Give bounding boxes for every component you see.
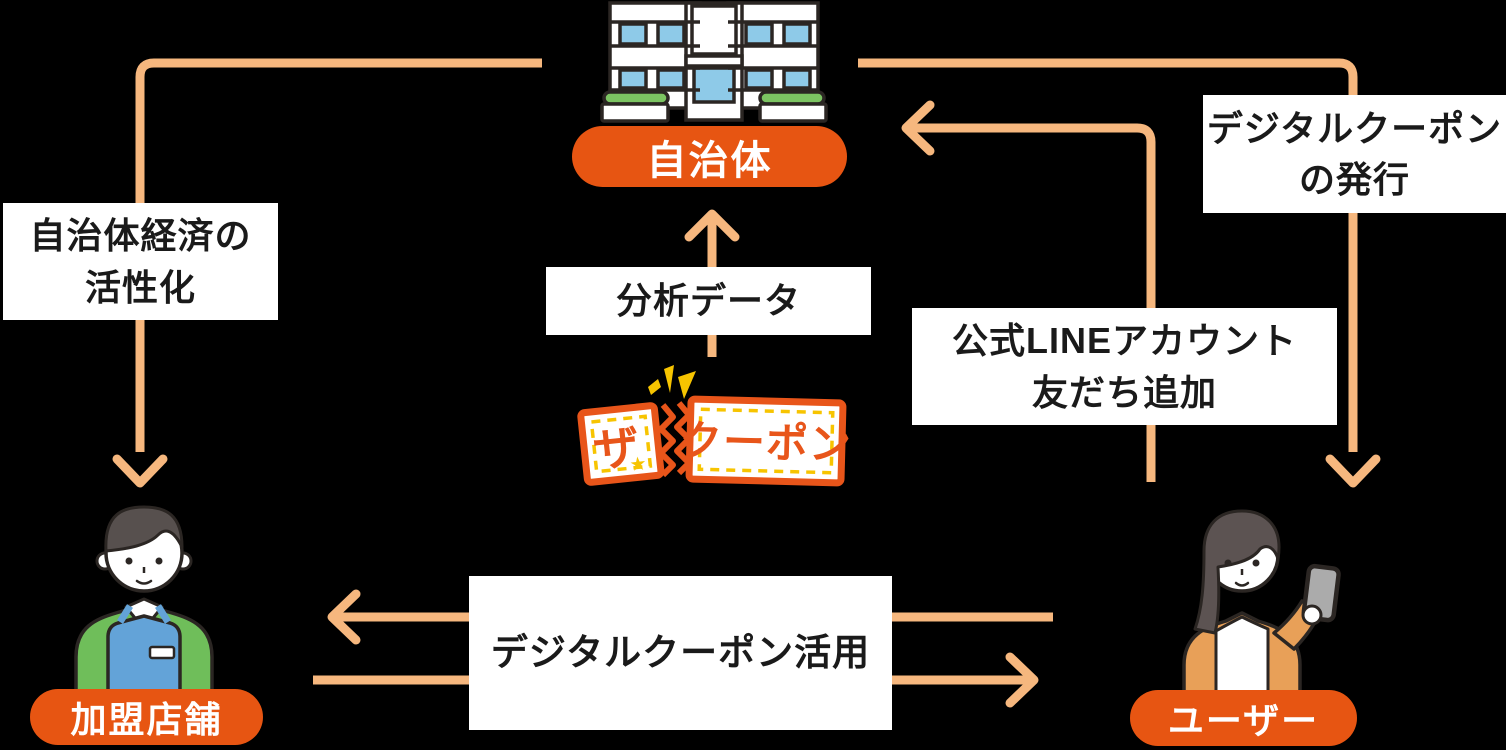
label-economy-line2: 活性化 [84, 266, 196, 308]
label-line-friend-add: 公式LINEアカウント 友だち追加 [912, 308, 1337, 425]
node-government-pill: 自治体 [572, 126, 847, 187]
arrowhead-up-icon [684, 209, 740, 242]
government-building-icon [600, 1, 828, 123]
arrow-economy-down [112, 58, 542, 488]
label-analysis: 分析データ [546, 267, 871, 335]
label-coupon-usage: デジタルクーポン活用 [469, 576, 892, 730]
arrowhead-down-icon [1325, 454, 1381, 488]
arrow-line-add-up [901, 100, 1156, 482]
label-issue-line1: デジタルクーポン [1206, 107, 1503, 149]
node-store-label: 加盟店舗 [70, 699, 223, 740]
arrowhead-left-icon [901, 100, 935, 156]
coupon-ticket-left: ザ ★ [577, 402, 665, 486]
hedge-icon [758, 90, 826, 106]
label-usage-text: デジタルクーポン活用 [490, 631, 871, 673]
logo-text-za: ザ [591, 420, 642, 477]
label-economy-line1: 自治体経済の [29, 215, 252, 257]
sparkle-icon [648, 365, 696, 399]
arrowhead-right-icon [1005, 652, 1039, 708]
label-analysis-text: 分析データ [615, 280, 801, 322]
logo-text-coupon: クーポン [679, 417, 852, 468]
label-coupon-issue: デジタルクーポン の発行 [1203, 95, 1506, 213]
node-government-label: 自治体 [646, 138, 773, 183]
arrowhead-down-icon [112, 454, 168, 488]
arrowhead-left-icon [327, 589, 361, 645]
node-user-label: ユーザー [1167, 700, 1320, 741]
user-smartphone-icon [1182, 509, 1341, 698]
node-store-pill: 加盟店舗 [30, 689, 263, 745]
store-clerk-icon [74, 505, 214, 695]
coupon-ticket-right: クーポン [679, 395, 853, 487]
arrow-issue-down [858, 58, 1381, 488]
label-line-line1: 公式LINEアカウント [951, 320, 1297, 362]
label-issue-line2: の発行 [1298, 159, 1410, 200]
label-line-line2: 友だち追加 [1031, 371, 1217, 413]
hedge-icon [602, 90, 670, 106]
label-economy: 自治体経済の 活性化 [3, 203, 278, 320]
node-user-pill: ユーザー [1130, 690, 1357, 746]
coupon-logo: ザ ★ クーポン [577, 365, 853, 487]
star-icon: ★ [629, 453, 648, 476]
